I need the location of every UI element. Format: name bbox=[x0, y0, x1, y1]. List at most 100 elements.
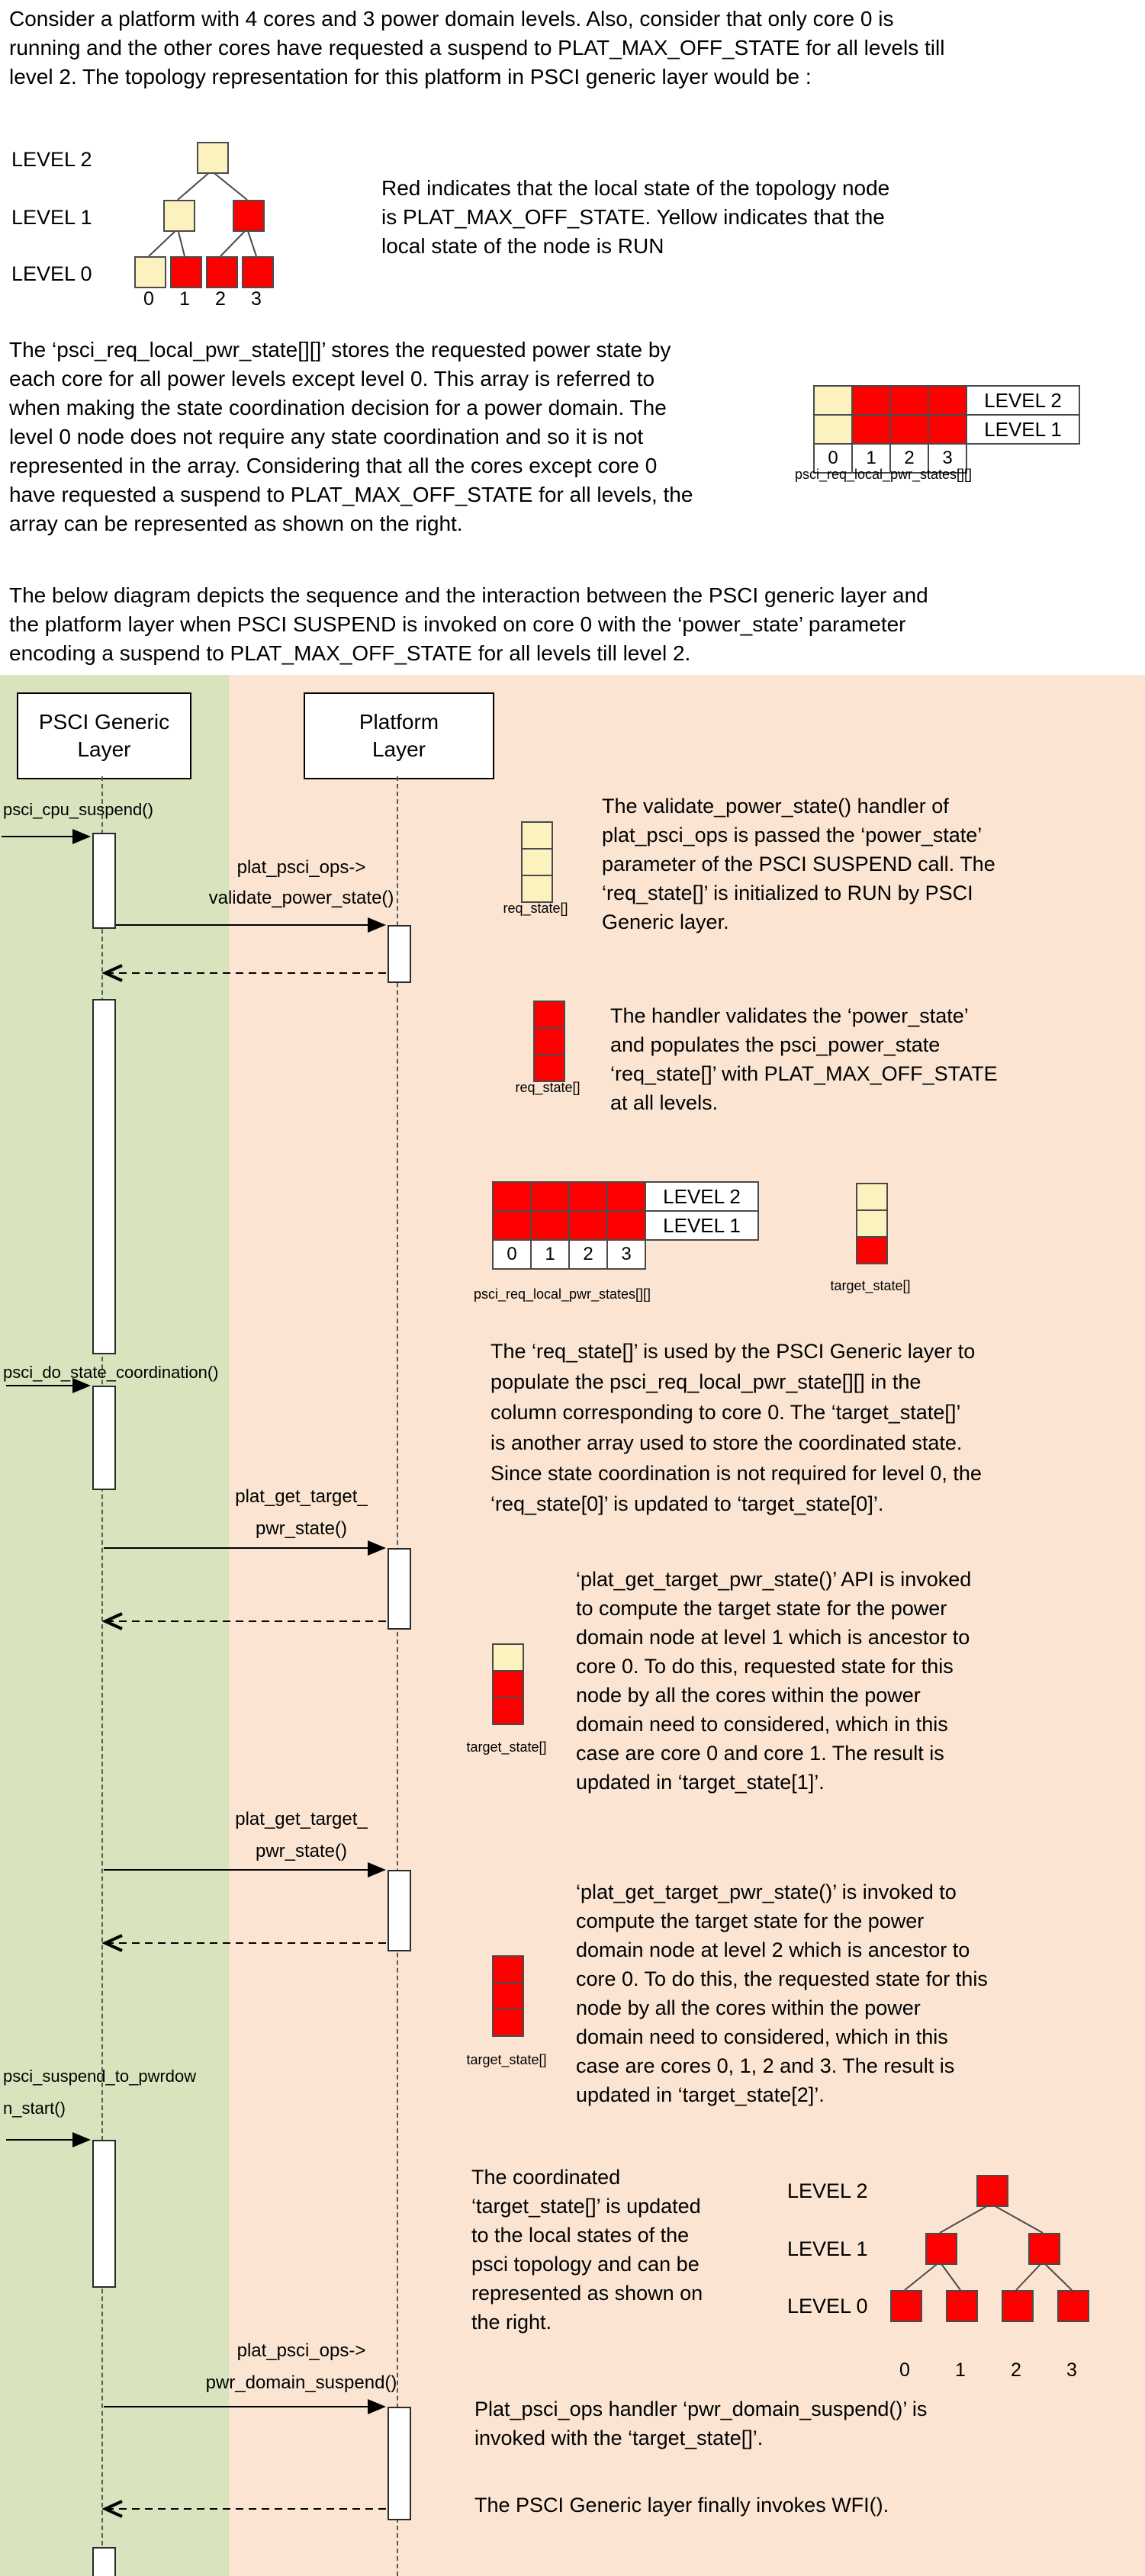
psci-lifeline bbox=[101, 776, 103, 2576]
core-index-cell: 3 bbox=[606, 1239, 646, 1270]
msg-psci-suspend-to-pwrdown-start: psci_suspend_to_pwrdow n_start() bbox=[3, 2067, 197, 2118]
req-grid-updated-level1-label: LEVEL 1 bbox=[645, 1210, 759, 1241]
target-state-stack-2 bbox=[492, 1955, 524, 2037]
state-cell-off bbox=[928, 385, 967, 416]
activation-psci-suspend-to-pwrdown bbox=[92, 2140, 116, 2288]
state-cell-off bbox=[492, 1982, 524, 2010]
annotation-populate-text: The handler validates the ‘power_state’ … bbox=[610, 1004, 998, 1114]
tree-final-node-core1 bbox=[946, 2290, 978, 2322]
core-index-cell: 3 bbox=[928, 443, 967, 474]
activation-platform-validate bbox=[388, 925, 411, 983]
state-cell-off bbox=[533, 1001, 565, 1029]
activation-psci-wfi bbox=[92, 2547, 116, 2576]
state-cell-off bbox=[606, 1210, 646, 1241]
state-cell-off bbox=[928, 414, 967, 445]
state-cell-off bbox=[530, 1210, 570, 1241]
req-grid-updated-level1-row: LEVEL 1 bbox=[492, 1210, 759, 1241]
annotation-coordination-text: The ‘req_state[]’ is used by the PSCI Ge… bbox=[490, 1340, 982, 1515]
intro-paragraph-1: Consider a platform with 4 cores and 3 p… bbox=[9, 7, 945, 88]
req-grid-initial-level2-row: LEVEL 2 bbox=[813, 385, 1080, 416]
state-cell-off bbox=[889, 385, 929, 416]
tree-initial-core3-index: 3 bbox=[251, 288, 262, 310]
req-grid-initial-level2-label: LEVEL 2 bbox=[966, 385, 1080, 416]
core-index-cell: 0 bbox=[813, 443, 853, 474]
annotation-wfi-text: The PSCI Generic layer finally invokes W… bbox=[474, 2494, 889, 2517]
state-cell-off bbox=[889, 414, 929, 445]
tree-final-core3-index: 3 bbox=[1066, 2359, 1077, 2381]
tree-final-core1-index: 1 bbox=[955, 2359, 966, 2381]
annotation-get-target-1-text: ‘plat_get_target_pwr_state()’ API is inv… bbox=[576, 1568, 972, 1794]
req-grid-updated-level2-cells bbox=[492, 1181, 646, 1212]
req-state-run-stack bbox=[521, 821, 553, 903]
req-grid-updated-level1-cells bbox=[492, 1210, 646, 1241]
tree-initial-core2-index: 2 bbox=[215, 288, 226, 310]
psci-generic-layer-header: PSCI Generic Layer bbox=[17, 692, 191, 779]
annotation-domain-suspend-text: Plat_psci_ops handler ‘pwr_domain_suspen… bbox=[474, 2398, 928, 2449]
tree-final-core0-index: 0 bbox=[899, 2359, 910, 2381]
tree-final-node-core3 bbox=[1057, 2290, 1089, 2322]
tree-initial-node-level1-0 bbox=[163, 200, 195, 232]
tree-initial-node-core0 bbox=[134, 256, 166, 288]
tree-final-level1-label: LEVEL 1 bbox=[787, 2237, 868, 2260]
state-cell-off bbox=[492, 2009, 524, 2037]
state-cell-run bbox=[492, 1643, 524, 1672]
platform-lifeline bbox=[397, 776, 398, 2576]
req-grid-updated-level2-label: LEVEL 2 bbox=[645, 1181, 759, 1212]
msg-psci-do-state-coordination: psci_do_state_coordination() bbox=[3, 1363, 219, 1382]
tree-initial-node-core2 bbox=[206, 256, 238, 288]
activation-psci-state-coordination bbox=[92, 1386, 116, 1490]
tree-initial-node-core1 bbox=[170, 256, 202, 288]
state-cell-off bbox=[856, 1236, 888, 1264]
tree-initial-level2-label: LEVEL 2 bbox=[11, 148, 92, 171]
tree-initial-core1-index: 1 bbox=[179, 288, 190, 310]
annotation-coordinated-text: The coordinated ‘target_state[]’ is upda… bbox=[471, 2166, 703, 2333]
tree-initial-node-level2 bbox=[197, 142, 229, 174]
tree-initial-level1-label: LEVEL 1 bbox=[11, 206, 92, 229]
target-state-caption-2: target_state[] bbox=[466, 2052, 547, 2067]
state-cell-run bbox=[521, 848, 553, 876]
annotation-get-target-2-text: ‘plat_get_target_pwr_state()’ is invoked… bbox=[576, 1881, 988, 2106]
tree-initial-node-level1-1 bbox=[233, 200, 265, 232]
state-cell-off bbox=[851, 414, 891, 445]
tree-final-core2-index: 2 bbox=[1011, 2359, 1021, 2381]
state-cell-off bbox=[533, 1054, 565, 1082]
state-cell-off bbox=[492, 1697, 524, 1725]
req-grid-initial-caption: psci_req_local_pwr_states[][] bbox=[794, 467, 973, 482]
tree-final-node-core0 bbox=[890, 2290, 922, 2322]
req-grid-initial: LEVEL 2 LEVEL 1 0 1 2 3 bbox=[813, 385, 1080, 474]
tree-final-node-level2 bbox=[976, 2175, 1008, 2207]
tree-final-level0-label: LEVEL 0 bbox=[787, 2295, 868, 2317]
req-grid-initial-level2-cells bbox=[813, 385, 967, 416]
state-cell-off bbox=[492, 1955, 524, 1983]
tree-initial-level0-label: LEVEL 0 bbox=[11, 262, 92, 285]
platform-layer-header: Platform Layer bbox=[304, 692, 494, 779]
state-cell-run bbox=[521, 821, 553, 850]
tree-initial-core0-index: 0 bbox=[143, 288, 154, 310]
legend-paragraph: Red indicates that the local state of th… bbox=[381, 176, 890, 258]
req-grid-initial-core-row: 0 1 2 3 bbox=[813, 443, 1080, 474]
tree-initial-node-core3 bbox=[242, 256, 274, 288]
core-index-cell: 0 bbox=[492, 1239, 532, 1270]
req-grid-updated-level2-row: LEVEL 2 bbox=[492, 1181, 759, 1212]
req-state-off-stack bbox=[533, 1001, 565, 1082]
intro-paragraph-2: The ‘psci_req_local_pwr_state[][]’ store… bbox=[9, 338, 693, 535]
msg-pwr-domain-suspend: plat_psci_ops-> pwr_domain_suspend() bbox=[205, 2340, 397, 2393]
tree-initial-connectors bbox=[148, 170, 257, 257]
activation-platform-get-target-1 bbox=[388, 1548, 411, 1630]
tree-final-node-level1-1 bbox=[1028, 2233, 1060, 2265]
core-index-cell: 1 bbox=[530, 1239, 570, 1270]
req-grid-updated-core-row: 0 1 2 3 bbox=[492, 1239, 759, 1270]
annotation-validate-text: The validate_power_state() handler of pl… bbox=[602, 795, 995, 933]
state-cell-run bbox=[856, 1209, 888, 1238]
tree-final-level2-label: LEVEL 2 bbox=[787, 2179, 868, 2202]
tree-final-node-level1-0 bbox=[925, 2233, 957, 2265]
intro-paragraph-3: The below diagram depicts the sequence a… bbox=[9, 583, 928, 665]
target-state-stack-0 bbox=[856, 1183, 888, 1264]
msg-plat-get-target-pwr-state-2: plat_get_target_ pwr_state() bbox=[235, 1809, 368, 1861]
state-cell-run bbox=[521, 875, 553, 903]
target-state-caption-0: target_state[] bbox=[830, 1278, 911, 1293]
activation-platform-domain-suspend bbox=[388, 2407, 411, 2520]
state-cell-off bbox=[606, 1181, 646, 1212]
